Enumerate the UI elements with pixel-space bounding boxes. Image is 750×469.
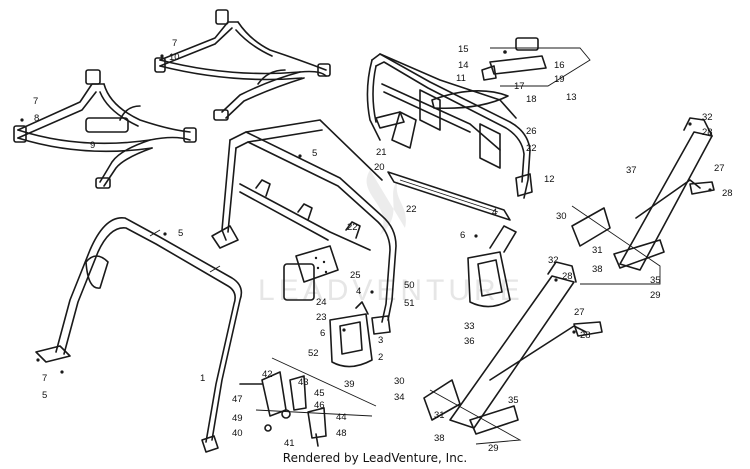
callout-38: 38 bbox=[592, 264, 603, 275]
callout-5: 5 bbox=[178, 228, 183, 239]
callout-27: 27 bbox=[574, 307, 585, 318]
callout-12: 12 bbox=[544, 174, 555, 185]
watermark-flame-icon bbox=[366, 170, 406, 235]
callout-19: 19 bbox=[554, 74, 565, 85]
callout-24: 24 bbox=[316, 297, 327, 308]
callout-28: 28 bbox=[562, 271, 573, 282]
callout-29: 29 bbox=[650, 290, 661, 301]
hinge-hardware bbox=[239, 357, 377, 447]
callout-4: 4 bbox=[492, 207, 497, 218]
group-bracket-13 bbox=[490, 47, 591, 87]
callout-29: 29 bbox=[488, 443, 499, 454]
callout-8: 8 bbox=[34, 113, 39, 124]
latch-left bbox=[329, 301, 373, 368]
callout-6: 6 bbox=[320, 328, 325, 339]
callout-31: 31 bbox=[434, 410, 445, 421]
callout-42: 42 bbox=[262, 369, 273, 380]
callout-30: 30 bbox=[556, 211, 567, 222]
callout-37: 37 bbox=[626, 165, 637, 176]
callout-50: 50 bbox=[404, 280, 415, 291]
callout-44: 44 bbox=[336, 412, 347, 423]
callout-36: 36 bbox=[464, 336, 475, 347]
callout-2: 2 bbox=[378, 352, 383, 363]
front-roll-bar bbox=[35, 217, 243, 453]
callout-9: 9 bbox=[90, 140, 95, 151]
callout-34: 34 bbox=[394, 392, 405, 403]
callout-51: 51 bbox=[404, 298, 415, 309]
callout-48: 48 bbox=[336, 428, 347, 439]
callout-31: 31 bbox=[592, 245, 603, 256]
callout-35: 35 bbox=[650, 275, 661, 286]
callout-20: 20 bbox=[374, 162, 385, 173]
callout-23: 23 bbox=[316, 312, 327, 323]
callout-22: 22 bbox=[406, 204, 417, 215]
callout-17: 17 bbox=[514, 81, 525, 92]
callout-10: 10 bbox=[169, 52, 180, 63]
callout-3: 3 bbox=[378, 335, 383, 346]
side-panel-mid bbox=[283, 245, 339, 301]
callout-40: 40 bbox=[232, 428, 243, 439]
callout-14: 14 bbox=[458, 60, 469, 71]
callout-25: 25 bbox=[350, 270, 361, 281]
callout-30: 30 bbox=[394, 376, 405, 387]
credit-line: Rendered by LeadVenture, Inc. bbox=[282, 451, 468, 465]
callout-21: 21 bbox=[376, 147, 387, 158]
callout-26: 26 bbox=[526, 126, 537, 137]
callout-28: 28 bbox=[580, 330, 591, 341]
group-bracket-29b bbox=[429, 389, 522, 445]
callout-6: 6 bbox=[460, 230, 465, 241]
callout-22: 22 bbox=[526, 143, 537, 154]
callout-39: 39 bbox=[344, 379, 355, 390]
callout-16: 16 bbox=[554, 60, 565, 71]
callout-15: 15 bbox=[458, 44, 469, 55]
latch-right bbox=[467, 225, 517, 308]
fastener-marks bbox=[20, 54, 712, 374]
callout-28: 28 bbox=[702, 127, 713, 138]
roof-bar-upper bbox=[154, 9, 331, 121]
callout-28: 28 bbox=[722, 188, 733, 199]
callout-32: 32 bbox=[548, 255, 559, 266]
group-bracket-29a bbox=[571, 205, 661, 285]
door-frame-upper bbox=[571, 117, 715, 271]
callout-38: 38 bbox=[434, 433, 445, 444]
callout-27: 27 bbox=[714, 163, 725, 174]
callout-11: 11 bbox=[456, 73, 466, 84]
callout-46: 46 bbox=[314, 400, 325, 411]
callout-5: 5 bbox=[42, 390, 47, 401]
callout-1: 1 bbox=[200, 373, 205, 384]
callout-49: 49 bbox=[232, 413, 243, 424]
light-assembly bbox=[431, 37, 547, 110]
callout-52: 52 bbox=[308, 348, 319, 359]
callout-7: 7 bbox=[172, 38, 177, 49]
callout-18: 18 bbox=[526, 94, 537, 105]
callout-43: 43 bbox=[298, 377, 309, 388]
callout-7: 7 bbox=[33, 96, 38, 107]
callout-7: 7 bbox=[42, 373, 47, 384]
callout-45: 45 bbox=[314, 388, 325, 399]
door-frame-lower bbox=[423, 261, 603, 435]
callout-5: 5 bbox=[312, 148, 317, 159]
callout-13: 13 bbox=[566, 92, 577, 103]
callout-35: 35 bbox=[508, 395, 519, 406]
callout-33: 33 bbox=[464, 321, 475, 332]
callout-labels: 7 10 7 8 9 5 5 7 5 15 14 11 16 19 17 18 … bbox=[33, 38, 733, 454]
callout-22: 22 bbox=[347, 222, 358, 233]
roof-bar-lower bbox=[13, 69, 197, 189]
callout-41: 41 bbox=[284, 438, 295, 449]
callout-32: 32 bbox=[702, 112, 713, 123]
watermark-text: LEADVENTURE bbox=[258, 274, 524, 307]
callout-47: 47 bbox=[232, 394, 243, 405]
callout-4: 4 bbox=[356, 286, 361, 297]
center-cage bbox=[211, 119, 397, 335]
rear-cage bbox=[366, 53, 533, 221]
